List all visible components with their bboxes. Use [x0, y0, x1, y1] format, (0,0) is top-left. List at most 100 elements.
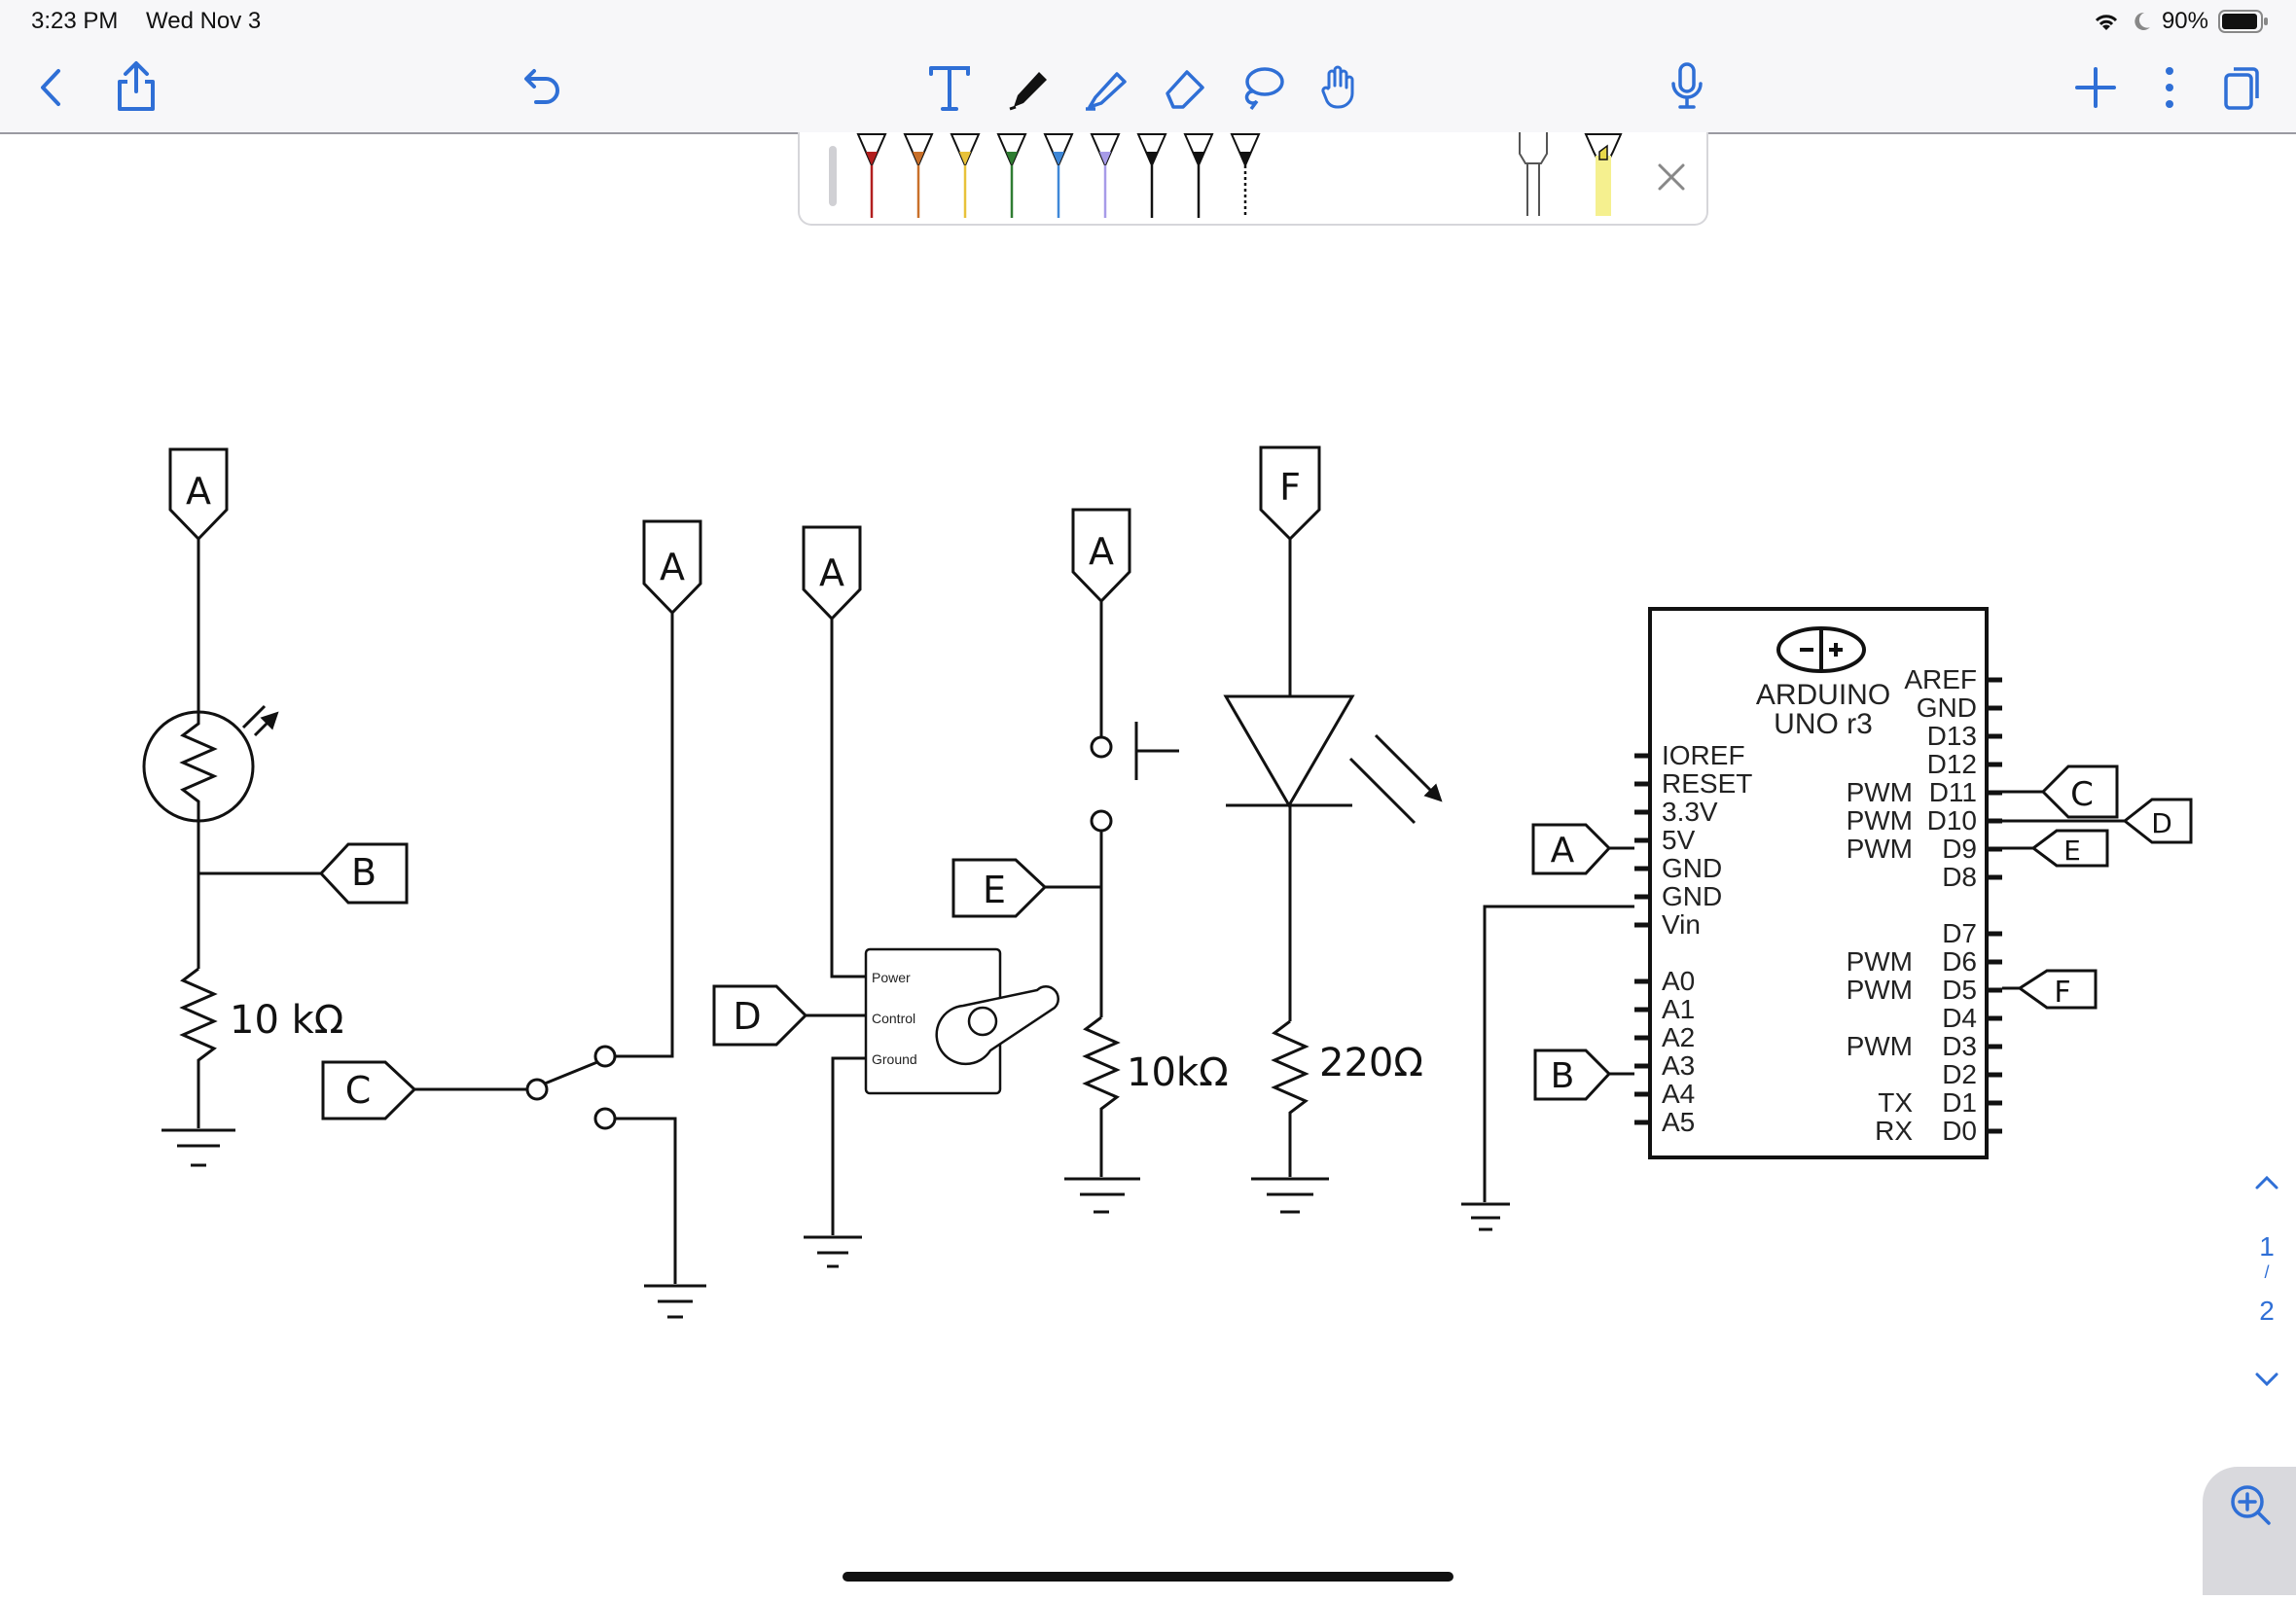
arduino-d11-label: C	[2070, 775, 2094, 814]
arduino-left-pin-label: GND	[1662, 881, 1722, 911]
switch-top-label: A	[660, 546, 685, 588]
black-pen-2-icon[interactable]	[1183, 133, 1214, 218]
highlighter-tool-icon	[1086, 72, 1127, 111]
connector-flag	[2030, 829, 2109, 868]
home-indicator[interactable]	[843, 1572, 1453, 1582]
eraser-tool-icon	[1166, 70, 1204, 109]
white-pen-icon[interactable]	[1514, 132, 1553, 220]
ground-icon	[804, 1235, 862, 1268]
ground-icon	[1251, 1177, 1329, 1214]
arduino-left-pin-label: A2	[1662, 1022, 1695, 1052]
note-canvas[interactable]: A B 10 kΩ A C A	[0, 134, 2296, 1595]
led-icon	[1223, 694, 1355, 808]
blue-pen-icon[interactable]	[1043, 133, 1074, 218]
arduino-logo-icon	[1776, 626, 1866, 673]
microphone-button[interactable]	[1658, 58, 1716, 117]
arduino-pin-prefix: RX	[1875, 1116, 1913, 1146]
arduino-left-pin-label: A1	[1662, 994, 1695, 1024]
highlighter-tool-button[interactable]	[1078, 58, 1136, 117]
connector-flag	[802, 525, 862, 622]
ldr-resistor-label: 10 kΩ	[230, 998, 343, 1043]
battery-icon	[2218, 10, 2268, 33]
resistor-icon	[1271, 1019, 1309, 1177]
arduino-d9-label: E	[2063, 835, 2081, 867]
connector-flag	[168, 447, 229, 542]
arduino-pin-prefix: PWM	[1847, 805, 1913, 836]
servo-control-label: D	[733, 995, 761, 1038]
arduino-right-pin-label: D3	[1942, 1031, 1977, 1061]
yellow-pen-icon[interactable]	[950, 133, 981, 218]
pages-button[interactable]	[2212, 58, 2271, 117]
lavender-pen-icon[interactable]	[1090, 133, 1121, 218]
ground-icon	[161, 1128, 235, 1167]
red-pen-icon[interactable]	[856, 133, 887, 218]
tray-handle[interactable]	[829, 146, 837, 206]
more-icon	[2166, 67, 2173, 108]
connector-flag	[2017, 969, 2098, 1010]
more-button[interactable]	[2140, 58, 2199, 117]
arduino-right-pins: AREFGNDD13D12D11PWMD10PWMD9PWMD8D7D6PWMD…	[1847, 664, 2002, 1146]
arduino-pin-prefix: PWM	[1847, 777, 1913, 807]
schematic-diagram: A B 10 kΩ A C A	[142, 445, 2193, 1319]
connector-flag	[321, 1060, 417, 1120]
add-icon	[2075, 67, 2116, 108]
led-resistor-label: 220Ω	[1319, 1041, 1423, 1085]
black-pen-1-icon[interactable]	[1136, 133, 1167, 218]
servo-ground-text: Ground	[872, 1051, 917, 1067]
eraser-tool-button[interactable]	[1156, 58, 1214, 117]
led-top-label: F	[1279, 466, 1301, 509]
back-button[interactable]	[21, 58, 80, 117]
pen-tool-button[interactable]	[1000, 58, 1058, 117]
orange-pen-icon[interactable]	[903, 133, 934, 218]
highlighter-pen-icon[interactable]	[1584, 132, 1623, 220]
arduino-pin-prefix: PWM	[1847, 834, 1913, 864]
text-tool-button[interactable]	[920, 58, 979, 117]
connector-flag	[2040, 764, 2119, 819]
page-current: 1	[2259, 1231, 2275, 1262]
ground-icon	[1064, 1177, 1140, 1214]
lasso-tool-button[interactable]	[1234, 58, 1292, 117]
arduino-d5-label: F	[2054, 976, 2070, 1010]
undo-button[interactable]	[514, 58, 572, 117]
arduino-d10-label: D	[2151, 807, 2172, 839]
page-navigator: 1 / 2	[2238, 1157, 2296, 1410]
zoom-button[interactable]	[2203, 1467, 2296, 1595]
arduino-right-pin-label: D5	[1942, 975, 1977, 1005]
hand-tool-button[interactable]	[1311, 58, 1370, 117]
lasso-tool-icon	[1244, 67, 1284, 111]
arduino-pin-prefix: PWM	[1847, 946, 1913, 977]
pen-list	[856, 133, 1261, 218]
servo-power-text: Power	[872, 970, 911, 985]
arduino-board: ARDUINO UNO r3 IOREFRESET3.3V5VGNDGNDVin…	[1634, 607, 2002, 1159]
page-separator: /	[2264, 1262, 2270, 1282]
status-time: 3:23 PM	[31, 8, 119, 34]
arduino-pin-prefix: TX	[1878, 1087, 1913, 1118]
moon-icon	[2135, 12, 2150, 30]
arduino-5v-label: A	[1551, 831, 1575, 871]
arduino-right-pin-label: D12	[1927, 749, 1977, 779]
connector-flag	[951, 858, 1048, 918]
hand-tool-icon	[1321, 65, 1354, 109]
ldr-circuit	[142, 447, 409, 1167]
green-pen-icon[interactable]	[996, 133, 1027, 218]
button-resistor-label: 10kΩ	[1127, 1050, 1229, 1095]
arduino-left-pin-label: GND	[1662, 853, 1722, 883]
close-tray-icon[interactable]	[1652, 158, 1691, 196]
dotted-pen-icon[interactable]	[1230, 133, 1261, 218]
arduino-left-pin-label: IOREF	[1662, 740, 1745, 770]
add-button[interactable]	[2066, 58, 2125, 117]
microphone-icon	[1671, 62, 1703, 109]
status-date: Wed Nov 3	[146, 8, 262, 34]
arduino-right-pin-label: D0	[1942, 1116, 1977, 1146]
arduino-right-pin-label: D8	[1942, 862, 1977, 892]
page-up-button[interactable]	[2238, 1167, 2296, 1198]
connector-flag	[642, 519, 702, 616]
status-indicators: 90%	[2092, 6, 2269, 37]
arduino-right-pin-label: D4	[1942, 1003, 1977, 1033]
ground-icon	[644, 1284, 706, 1319]
share-button[interactable]	[107, 58, 165, 117]
arduino-pin-prefix: PWM	[1847, 975, 1913, 1005]
arduino-pin-prefix: PWM	[1847, 1031, 1913, 1061]
arduino-right-pin-label: D7	[1942, 918, 1977, 948]
page-down-button[interactable]	[2238, 1366, 2296, 1397]
